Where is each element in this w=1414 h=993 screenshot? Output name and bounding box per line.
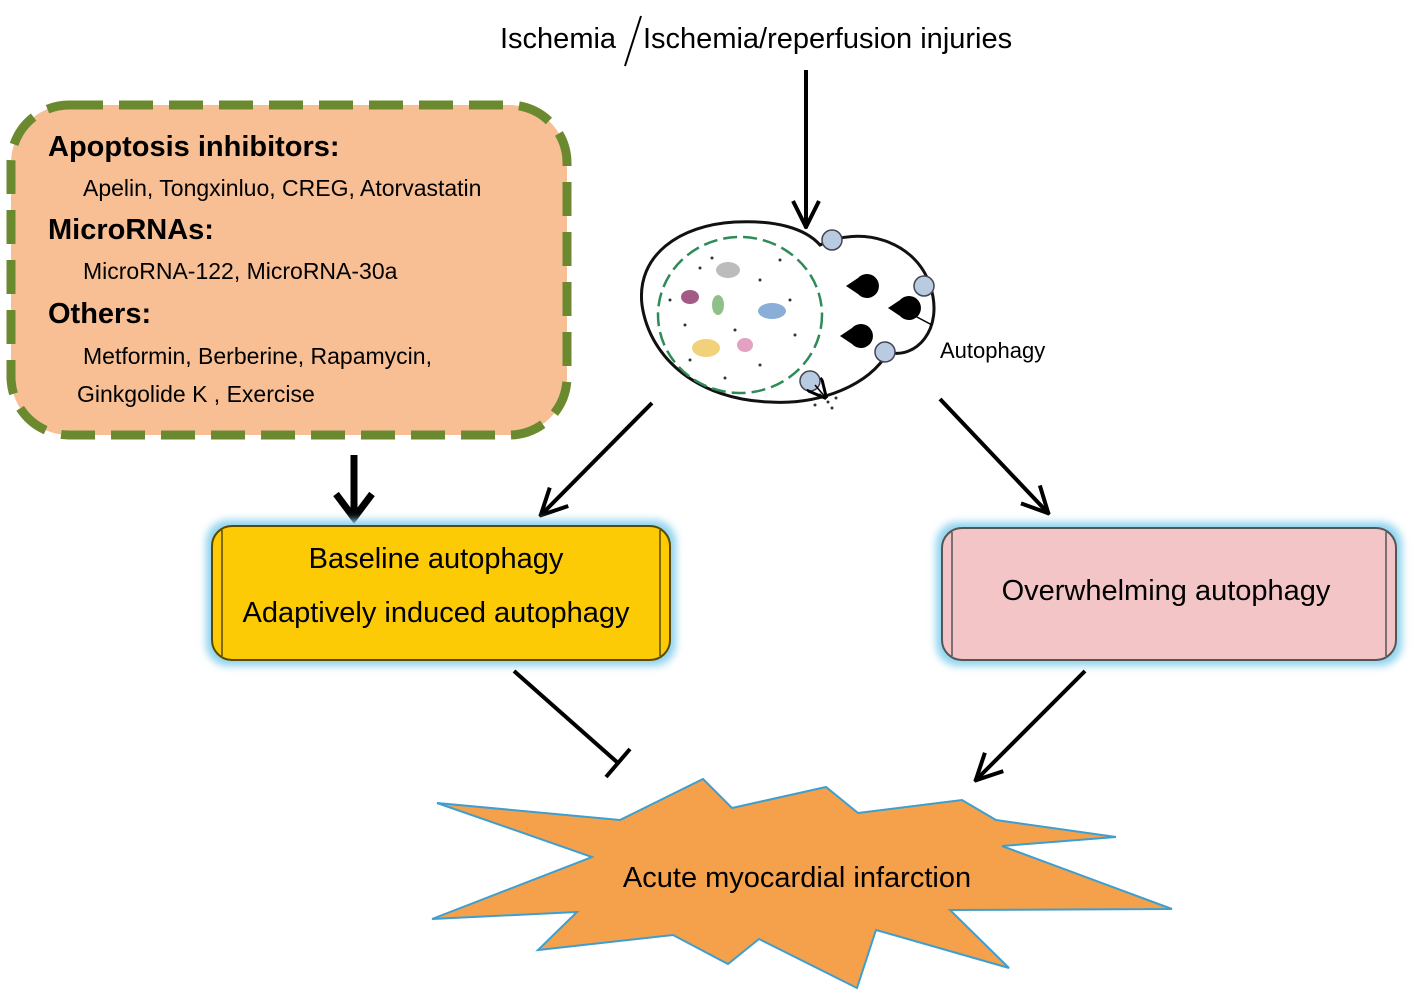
organelle xyxy=(712,295,724,315)
apoptosis-inhibitor-list: Apelin, Tongxinluo, CREG, Atorvastatin xyxy=(83,175,481,201)
acute-mi-starburst: Acute myocardial infarction xyxy=(431,777,1173,990)
adaptive-autophagy-label: Adaptively induced autophagy xyxy=(243,597,630,629)
others-list-line-2: Ginkgolide K , Exercise xyxy=(77,381,315,407)
others-list-line-1: Metformin, Berberine, Rapamycin, xyxy=(83,343,432,369)
organelle xyxy=(692,339,720,357)
arrowhead-inhibitors xyxy=(333,491,375,524)
ischemia-label: Ischemia xyxy=(500,23,617,55)
heading-apoptosis-inhibitors: Apoptosis inhibitors: xyxy=(48,131,340,163)
heading-micrornas: MicroRNAs: xyxy=(48,214,214,246)
inhibition-bar xyxy=(604,747,632,779)
microrna-list: MicroRNA-122, MicroRNA-30a xyxy=(83,258,398,284)
overwhelming-box-frame xyxy=(941,527,1397,661)
autophagy-pointer-line xyxy=(899,307,933,326)
overwhelming-autophagy-label: Overwhelming autophagy xyxy=(1002,575,1331,607)
exocytosis-arrow xyxy=(815,385,826,398)
arrow-cell-to-baseline xyxy=(540,401,654,516)
autophagy-cell-illustration xyxy=(639,220,936,410)
acute-mi-label: Acute myocardial infarction xyxy=(623,862,971,894)
phagophore-icon xyxy=(840,324,873,348)
arrow-overwhelming-to-outcome xyxy=(975,669,1087,781)
organelle xyxy=(716,262,740,278)
cell-membrane xyxy=(639,220,936,404)
baseline-box-frame xyxy=(211,525,671,661)
organelle xyxy=(758,303,786,319)
inhibition-line xyxy=(512,669,620,765)
baseline-autophagy-label: Baseline autophagy xyxy=(309,543,564,575)
baseline-autophagy-box: Baseline autophagy Adaptively induced au… xyxy=(206,520,676,666)
nucleus-outline xyxy=(656,235,824,395)
overwhelming-autophagy-box: Overwhelming autophagy xyxy=(936,522,1402,666)
inhibitors-box-frame xyxy=(6,100,572,440)
arrow-cell-to-overwhelming xyxy=(938,397,1049,514)
starburst-shape xyxy=(431,777,1173,990)
slash-divider xyxy=(624,15,642,67)
autophagy-label: Autophagy xyxy=(940,338,1045,363)
reperfusion-label: Ischemia/reperfusion injuries xyxy=(643,23,1012,55)
heading-others: Others: xyxy=(48,298,151,330)
phagophore-icon xyxy=(846,274,879,299)
organelle xyxy=(681,290,699,304)
inhibitors-box: Apoptosis inhibitors: Apelin, Tongxinluo… xyxy=(6,100,572,440)
top-label: Ischemia Ischemia/reperfusion injuries xyxy=(500,15,1012,67)
organelle xyxy=(737,338,753,352)
